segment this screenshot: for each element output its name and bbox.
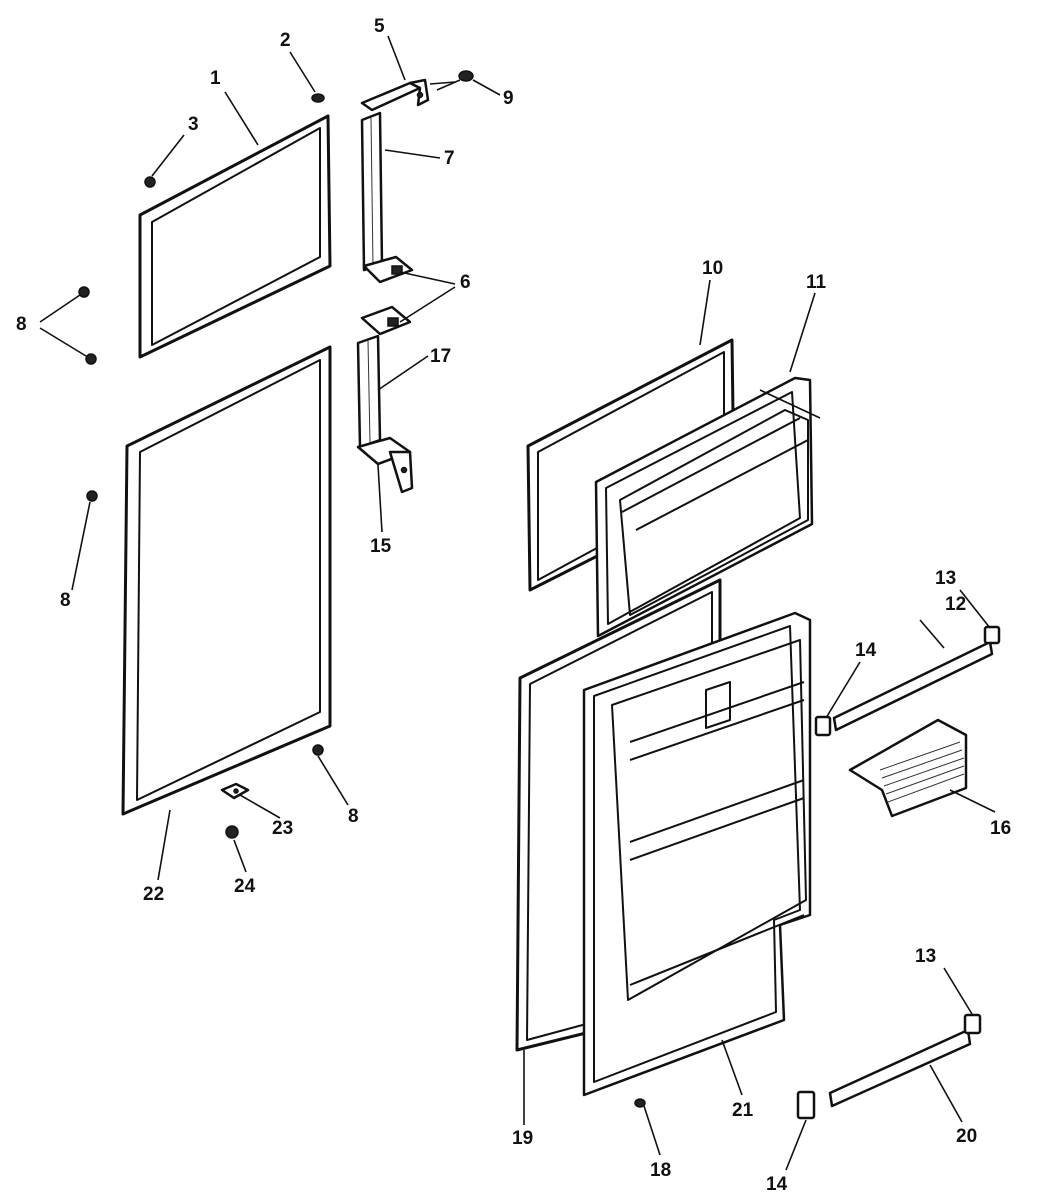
screw-8-lower — [85, 353, 97, 365]
lower-handle-rail — [828, 1028, 972, 1108]
callout-11: 11 — [806, 272, 827, 293]
freezer-door-liner — [594, 376, 821, 638]
callout-17: 17 — [430, 346, 451, 367]
callout-15: 15 — [370, 536, 392, 557]
hinge-pin-24 — [225, 825, 239, 839]
lower-hinge-cover — [356, 334, 382, 449]
screw-8-upper — [78, 286, 90, 298]
freezer-door-gasket — [138, 114, 332, 359]
callout-5: 5 — [374, 16, 385, 37]
leader-lines — [39, 35, 996, 1171]
callout-labels: 1 2 3 5 6 7 8 8 8 9 10 11 12 13 13 14 14… — [16, 16, 1011, 1195]
end-cap-13-upper — [983, 625, 1001, 645]
callout-1: 1 — [210, 68, 221, 89]
callout-6: 6 — [460, 272, 471, 293]
fresh-food-door-gasket — [121, 345, 332, 816]
hinge-plate-center — [360, 305, 412, 336]
callout-18: 18 — [650, 1160, 671, 1181]
callout-7: 7 — [444, 148, 455, 169]
callout-10: 10 — [702, 258, 723, 279]
hinge-plate-upper — [362, 255, 414, 284]
hinge-screw — [436, 70, 474, 91]
callout-2: 2 — [280, 30, 291, 51]
end-cap-13-lower — [963, 1013, 982, 1035]
callout-13-a: 13 — [935, 568, 956, 589]
bottom-hinge-23 — [220, 782, 250, 800]
center-hinge — [356, 436, 414, 494]
callout-19: 19 — [512, 1128, 533, 1149]
callout-20: 20 — [956, 1126, 977, 1147]
fresh-food-door-liner — [582, 611, 812, 1097]
callout-8-b: 8 — [60, 590, 71, 611]
top-hinge — [360, 78, 430, 112]
callout-9: 9 — [503, 88, 514, 109]
callout-3: 3 — [188, 114, 199, 135]
screw-2 — [311, 93, 325, 103]
screw-3 — [144, 176, 156, 188]
callout-23: 23 — [272, 818, 293, 839]
door-handle — [848, 718, 968, 818]
callout-21: 21 — [732, 1100, 754, 1121]
screw-18 — [634, 1098, 646, 1108]
callout-8-a: 8 — [16, 314, 27, 335]
screw-8-right — [312, 744, 324, 756]
callout-24: 24 — [234, 876, 256, 897]
callout-14-b: 14 — [766, 1174, 788, 1195]
end-cap-14-lower — [796, 1090, 816, 1120]
upper-hinge-bracket — [360, 111, 384, 272]
callout-12: 12 — [945, 594, 966, 615]
callout-14-a: 14 — [855, 640, 877, 661]
callout-22: 22 — [143, 884, 164, 905]
upper-handle-rail — [832, 640, 994, 732]
callout-13-b: 13 — [915, 946, 936, 967]
screw-8-left — [86, 490, 98, 502]
callout-8-c: 8 — [348, 806, 359, 827]
callout-16: 16 — [990, 818, 1011, 839]
end-cap-14-upper — [814, 715, 832, 737]
